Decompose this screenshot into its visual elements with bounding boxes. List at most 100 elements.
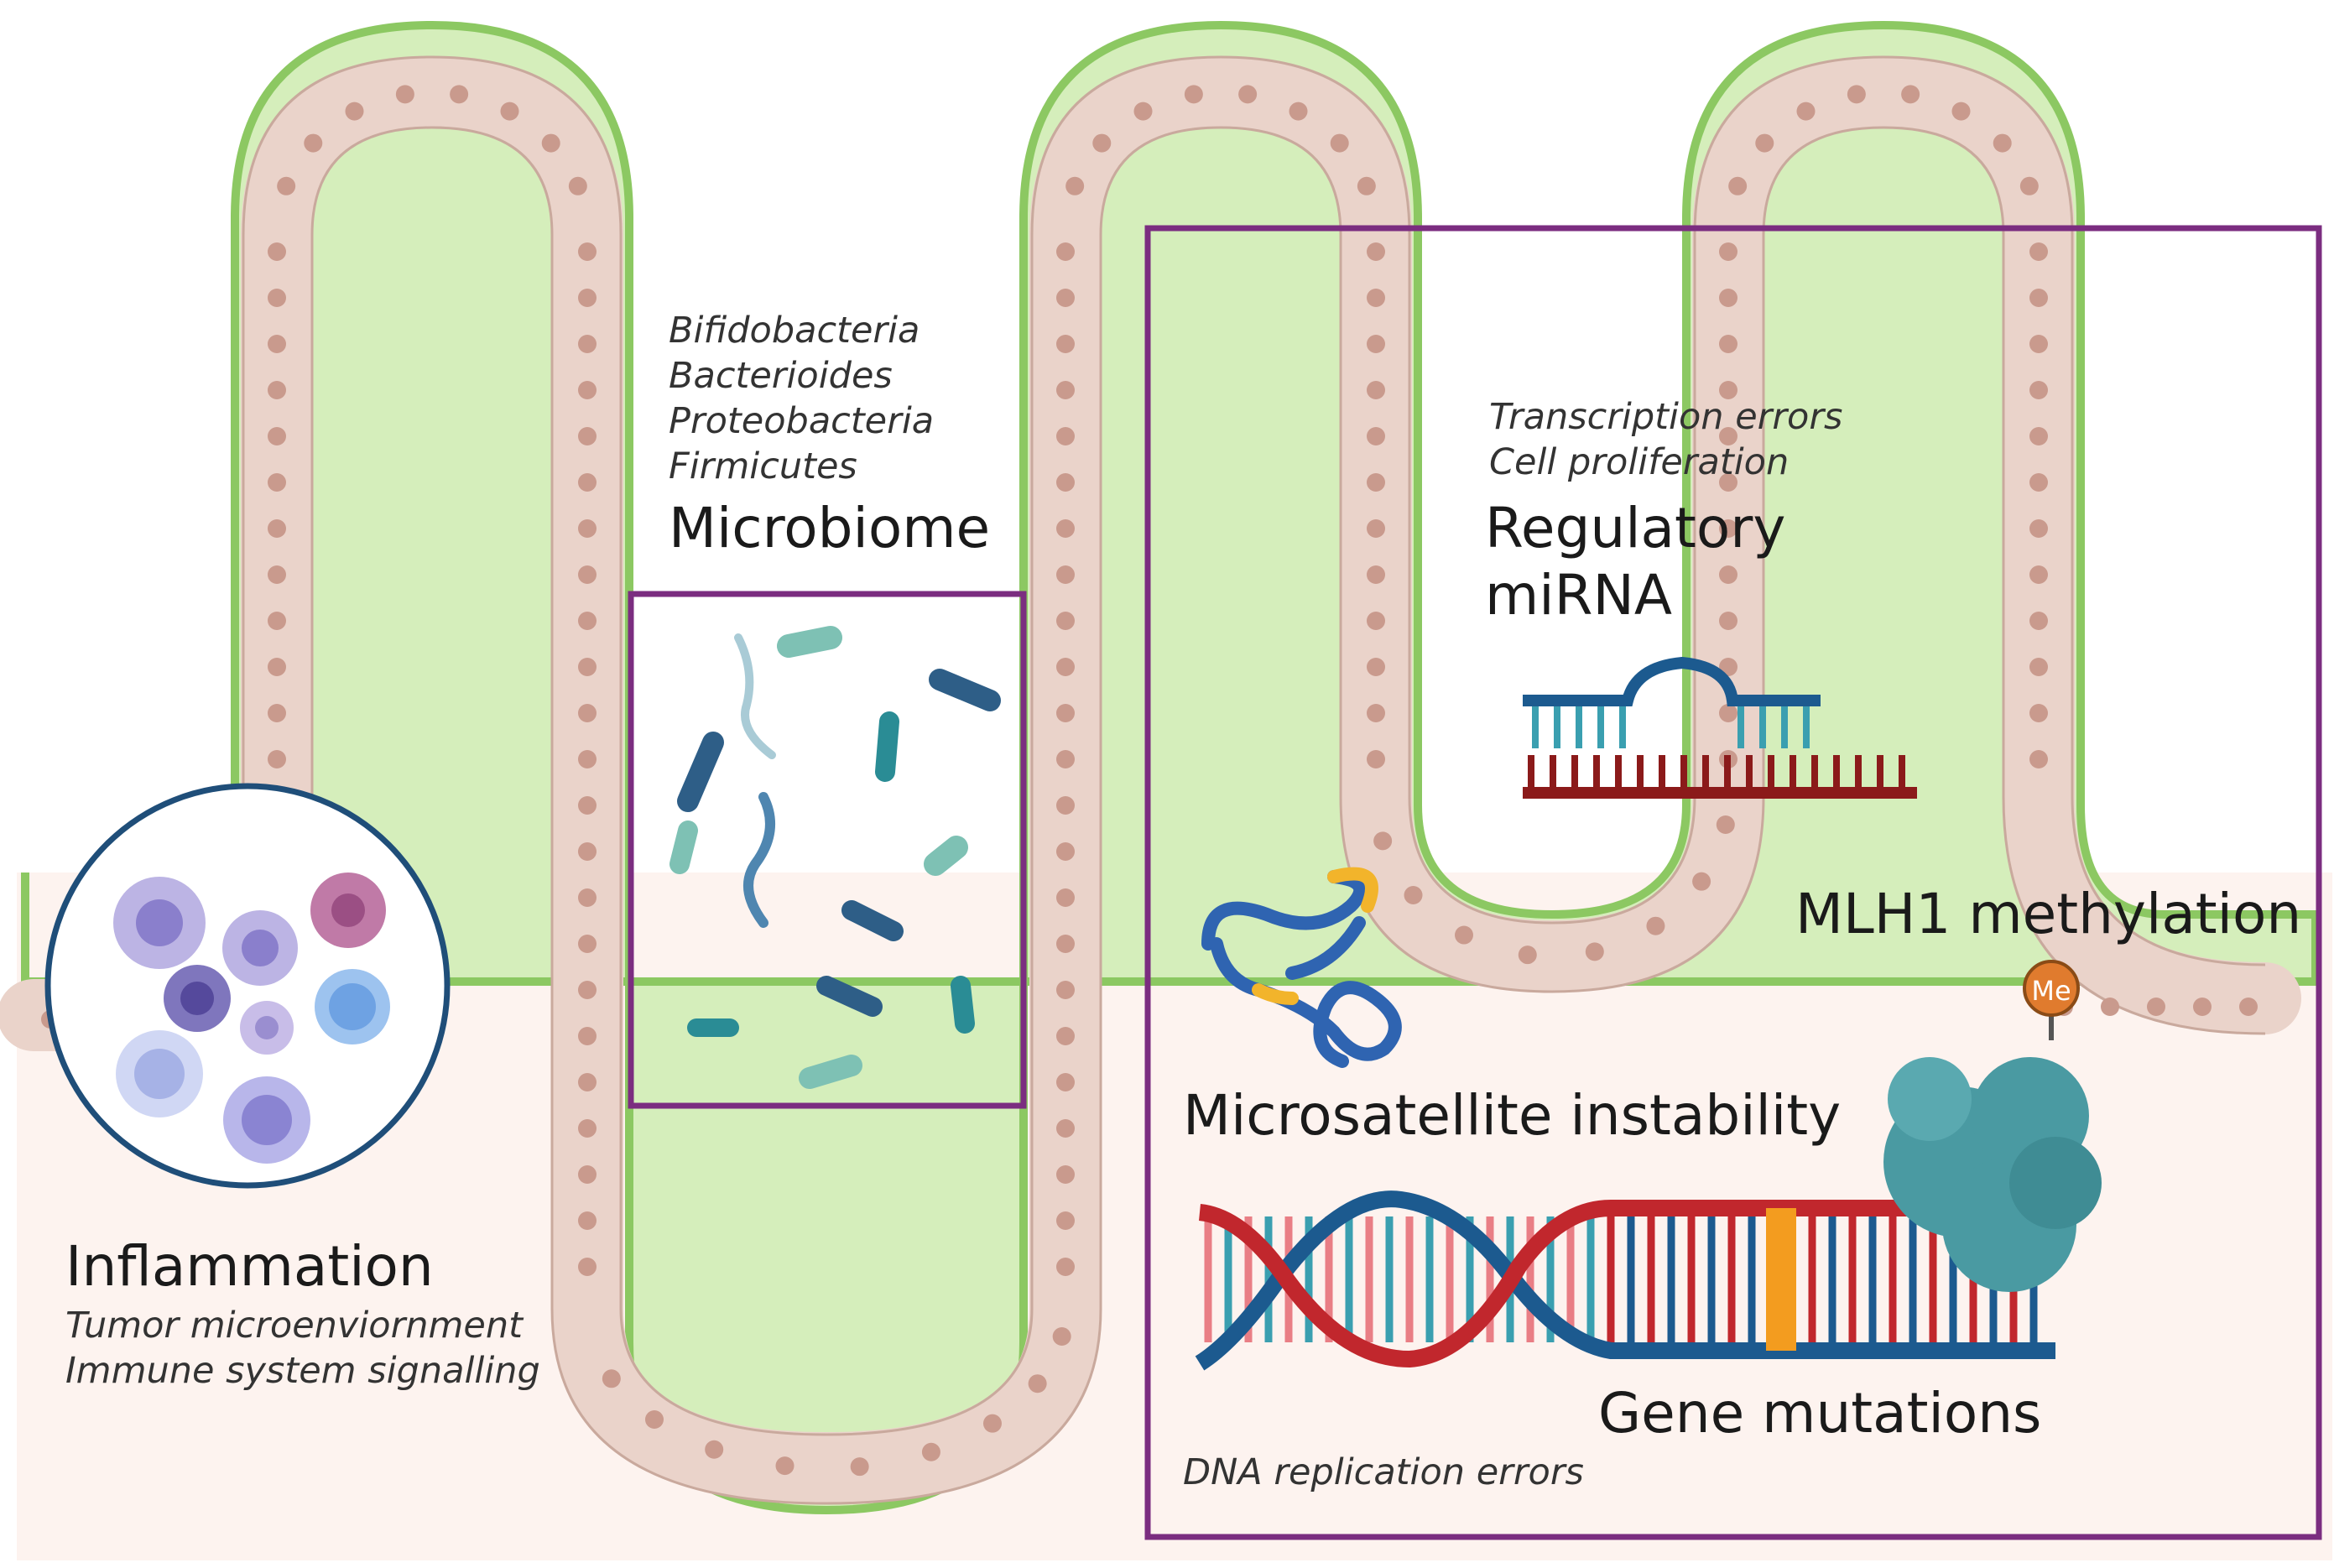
microbiome-title: Microbiome xyxy=(669,496,991,560)
cell-nucleus xyxy=(578,473,597,492)
cell-nucleus xyxy=(1056,335,1075,353)
cell-nucleus xyxy=(1133,102,1153,121)
cell-nucleus xyxy=(1367,658,1385,676)
cell-nucleus xyxy=(578,1119,597,1138)
cell-nucleus xyxy=(1728,176,1748,195)
cell-nucleus xyxy=(1056,1027,1075,1045)
cell-nucleus xyxy=(705,1440,724,1459)
cell-nucleus xyxy=(268,612,286,630)
cell-nucleus xyxy=(450,85,469,104)
cell-nucleus xyxy=(2029,335,2048,353)
cell-nucleus xyxy=(1716,815,1735,834)
cell-nucleus xyxy=(1404,885,1423,904)
cell-nucleus xyxy=(1901,85,1920,104)
cell-nucleus xyxy=(268,242,286,261)
cell-nucleus xyxy=(1056,427,1075,445)
cell-nucleus xyxy=(568,176,587,195)
msi-title: Microsatellite instability xyxy=(1183,1083,1842,1148)
cell-nucleus xyxy=(2029,519,2048,538)
cell-nucleus xyxy=(1357,176,1376,195)
mlh1-title: MLH1 methylation xyxy=(1795,882,2302,946)
cell-nucleus xyxy=(1056,473,1075,492)
cell-nucleus xyxy=(1847,85,1866,104)
cell-nucleus xyxy=(1238,85,1258,104)
cell-nucleus xyxy=(578,427,597,445)
cell-nucleus xyxy=(1367,704,1385,722)
cell-nucleus xyxy=(1367,242,1385,261)
cell-nucleus xyxy=(1692,872,1711,891)
bacteria-icon xyxy=(669,626,1001,1089)
cell-nucleus xyxy=(1755,133,1774,153)
cell-nucleus xyxy=(578,1165,597,1184)
cell-nucleus xyxy=(1719,427,1737,445)
cell-nucleus xyxy=(982,1414,1002,1433)
cell-nucleus xyxy=(578,612,597,630)
cell-nucleus xyxy=(2019,176,2039,195)
cell-nucleus xyxy=(1719,335,1737,353)
cell-nucleus xyxy=(1373,831,1393,851)
cell-nucleus xyxy=(1056,381,1075,399)
mirna-title: Regulatory miRNA xyxy=(1485,495,1785,629)
cell-nucleus xyxy=(2239,998,2258,1016)
cell-nucleus xyxy=(1993,133,2012,153)
cell-nucleus xyxy=(268,427,286,445)
cell-nucleus xyxy=(1052,1326,1071,1346)
cell-nucleus xyxy=(345,102,364,121)
cell-nucleus xyxy=(578,335,597,353)
taxon-2: Bacterioides xyxy=(669,355,893,397)
immune-cell-icon xyxy=(113,873,390,1164)
taxon-1: Bifidobacteria xyxy=(669,310,920,352)
cell-nucleus xyxy=(578,289,597,307)
cell-nucleus xyxy=(1719,289,1737,307)
cell-nucleus xyxy=(1056,704,1075,722)
cell-nucleus xyxy=(1367,565,1385,584)
cell-nucleus xyxy=(578,1211,597,1230)
epithelium-outline xyxy=(242,55,2266,1505)
cell-nucleus xyxy=(1056,935,1075,953)
cell-nucleus xyxy=(1367,427,1385,445)
cell-nucleus xyxy=(578,935,597,953)
cell-nucleus xyxy=(578,750,597,768)
cell-nucleus xyxy=(578,381,597,399)
cell-nucleus xyxy=(541,133,560,153)
cell-nucleus xyxy=(578,842,597,861)
cell-nucleus xyxy=(1056,1211,1075,1230)
cell-nucleus xyxy=(1951,102,1971,121)
cell-nucleus xyxy=(1056,565,1075,584)
inflammation-detail-2: Immune system signalling xyxy=(65,1350,540,1392)
cell-nucleus xyxy=(578,796,597,815)
cell-nucleus xyxy=(775,1456,794,1476)
cell-nucleus xyxy=(268,289,286,307)
cell-nucleus xyxy=(578,888,597,907)
taxon-4: Firmicutes xyxy=(669,445,857,487)
cell-nucleus xyxy=(1184,85,1203,104)
cell-nucleus xyxy=(1056,1165,1075,1184)
cell-nucleus xyxy=(2147,998,2165,1016)
cell-nucleus xyxy=(2029,242,2048,261)
cell-nucleus xyxy=(1028,1374,1047,1393)
cell-nucleus xyxy=(1796,102,1816,121)
cell-nucleus xyxy=(578,981,597,999)
microsatellite-strand-icon xyxy=(1201,867,1402,1068)
gene-detail: DNA replication errors xyxy=(1183,1451,1584,1493)
cell-nucleus xyxy=(268,565,286,584)
svg-text:Me: Me xyxy=(2031,975,2071,1007)
cell-nuclei xyxy=(41,85,2258,1477)
cell-nucleus xyxy=(1646,916,1665,935)
mirna-detail-1: Transcription errors xyxy=(1489,396,1843,438)
cell-nucleus xyxy=(1056,796,1075,815)
cell-nucleus xyxy=(921,1442,940,1461)
cell-nucleus xyxy=(268,473,286,492)
cell-nucleus xyxy=(1518,945,1537,965)
cell-nucleus xyxy=(2029,289,2048,307)
cell-nucleus xyxy=(1585,942,1604,961)
cell-nucleus xyxy=(277,176,296,195)
cell-nucleus xyxy=(268,658,286,676)
methyl-badge xyxy=(2023,960,2080,1017)
mirna-duplex-icon xyxy=(1523,656,1917,799)
cell-nucleus xyxy=(1065,176,1085,195)
cell-nucleus xyxy=(268,750,286,768)
cell-nucleus xyxy=(1367,473,1385,492)
cell-nucleus xyxy=(1056,612,1075,630)
